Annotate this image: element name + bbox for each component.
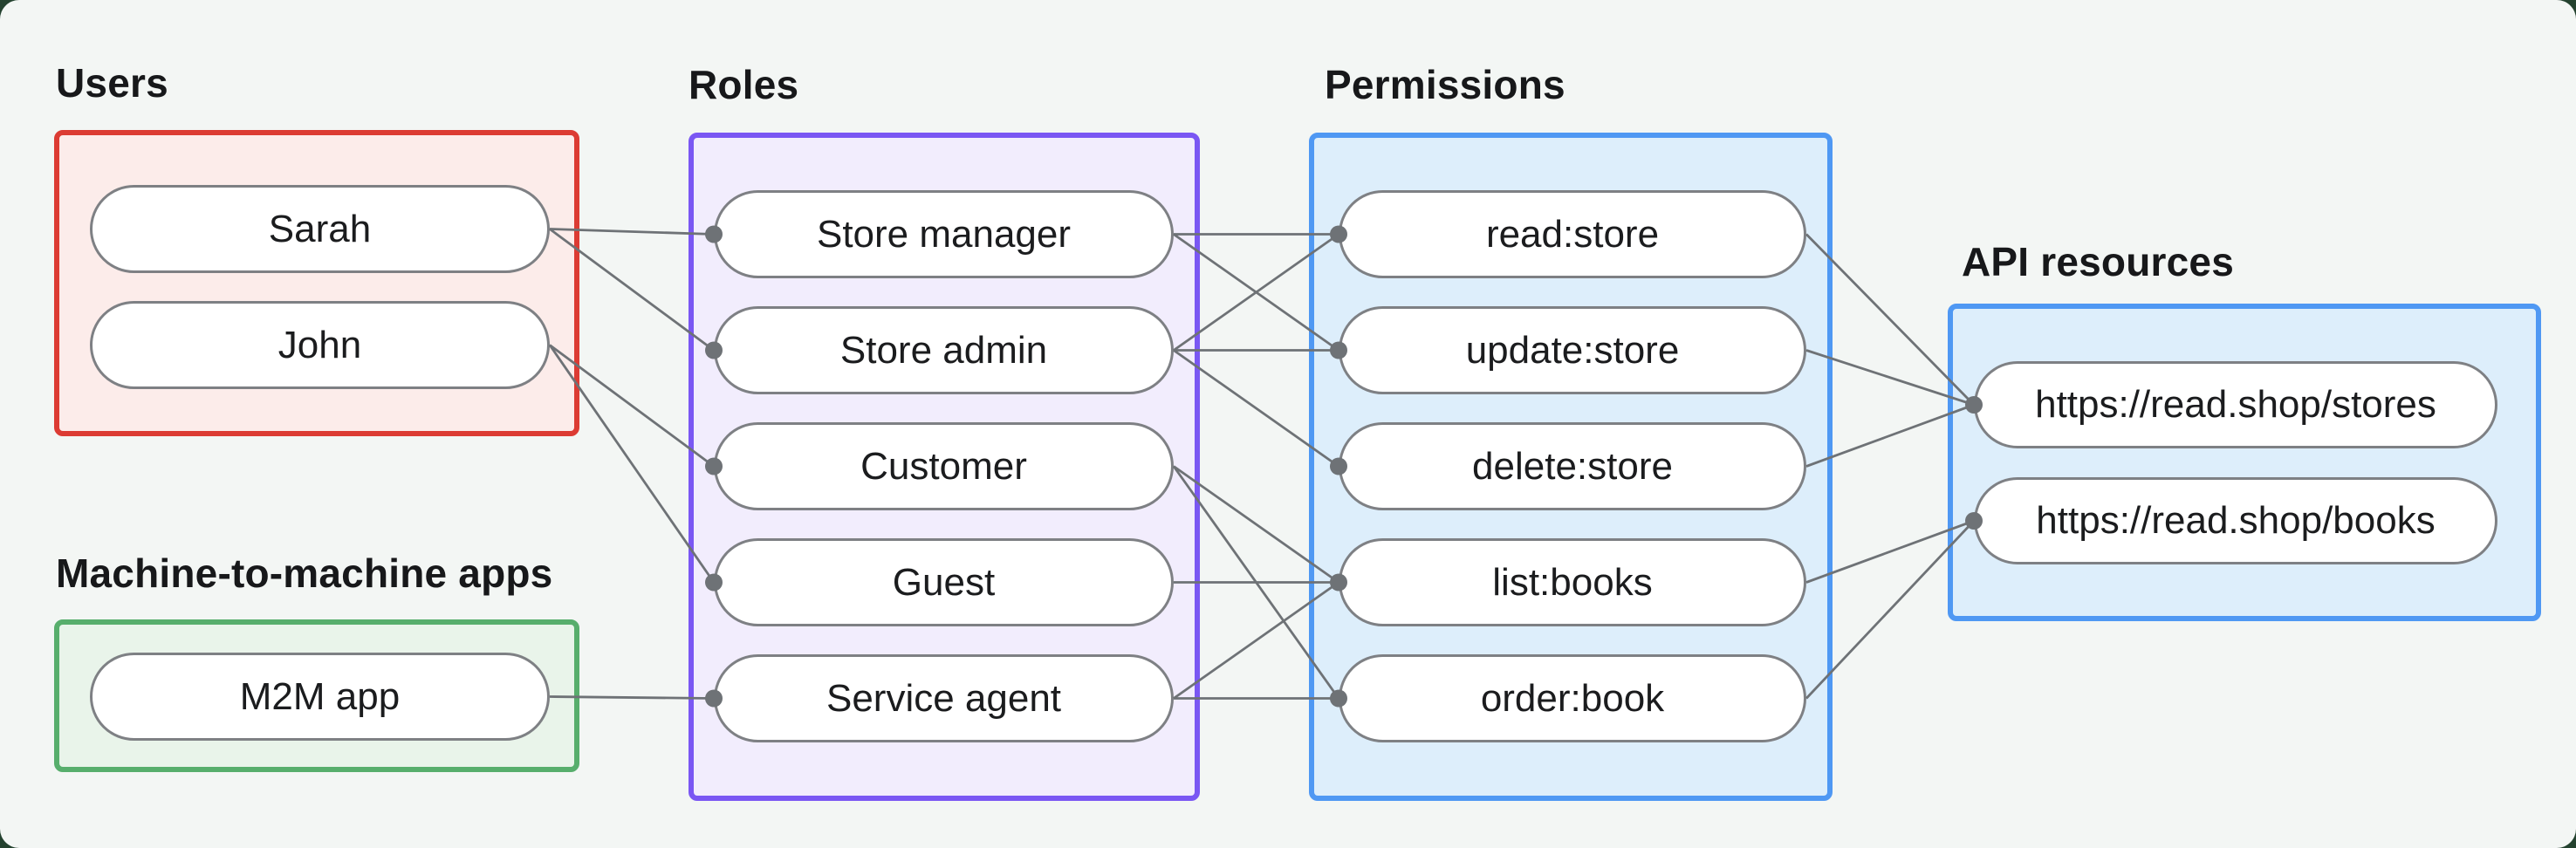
api-group-label: API resources [1962,239,2234,284]
node-john: John [90,301,550,389]
node-store-manager: Store manager [714,190,1174,278]
node-books-api: https://read.shop/books [1974,477,2497,564]
node-update-store: update:store [1339,306,1806,394]
node-guest: Guest [714,538,1174,626]
node-store-admin: Store admin [714,306,1174,394]
node-customer: Customer [714,422,1174,510]
node-m2m-app: M2M app [90,653,550,741]
node-list-books: list:books [1339,538,1806,626]
node-service-agent: Service agent [714,654,1174,742]
node-sarah: Sarah [90,185,550,273]
users-group-box [54,130,579,436]
node-order-book: order:book [1339,654,1806,742]
node-read-store: read:store [1339,190,1806,278]
users-group-label: Users [56,60,168,106]
roles-group-label: Roles [689,62,799,107]
permissions-group-label: Permissions [1325,62,1565,107]
node-delete-store: delete:store [1339,422,1806,510]
api-group-box [1948,304,2541,621]
node-stores-api: https://read.shop/stores [1974,361,2497,448]
m2m-group-label: Machine-to-machine apps [56,551,553,596]
